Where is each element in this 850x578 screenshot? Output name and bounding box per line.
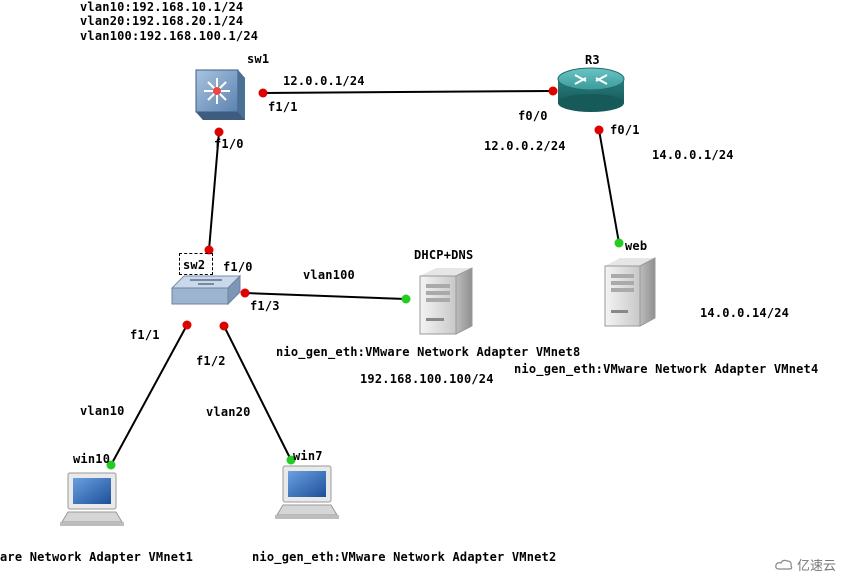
web-name-label[interactable]: web xyxy=(625,239,648,253)
sw2-selection-box xyxy=(179,253,213,275)
link-sw1-sw2[interactable] xyxy=(208,131,220,251)
port-dot-sw1-f1-1[interactable] xyxy=(258,88,268,98)
link-r3-web[interactable] xyxy=(598,129,620,244)
sw1-vlan100-ip-label: vlan100:192.168.100.1/24 xyxy=(80,29,259,43)
win10-adapter-label: are Network Adapter VMnet1 xyxy=(0,550,194,564)
port-dot-sw2-f1-2[interactable] xyxy=(219,321,229,331)
server-web-icon[interactable] xyxy=(604,257,656,327)
l3-switch-sw1-icon[interactable] xyxy=(195,69,245,120)
port-dot-r3-f0-1[interactable] xyxy=(594,125,604,135)
r3-f0-0-ip-label: 12.0.0.2/24 xyxy=(484,139,566,153)
sw1-vlan20-ip-label: vlan20:192.168.20.1/24 xyxy=(80,14,244,28)
switch-sw2-icon[interactable] xyxy=(170,274,242,306)
port-dot-sw2-f1-1[interactable] xyxy=(182,320,192,330)
port-dot-sw1-f1-0[interactable] xyxy=(214,127,224,137)
link-sw1-r3[interactable] xyxy=(262,90,554,94)
cloud-logo-icon xyxy=(775,559,793,570)
pc-win10-icon[interactable] xyxy=(60,472,124,526)
pc-win7-icon[interactable] xyxy=(275,465,339,519)
sw1-name-label[interactable]: sw1 xyxy=(247,52,270,66)
sw2-name-label[interactable]: sw2 xyxy=(183,258,206,272)
sw2-vlan10-label: vlan10 xyxy=(80,404,125,418)
dhcp-adapter-label: nio_gen_eth:VMware Network Adapter VMnet… xyxy=(276,345,581,359)
win10-name-label[interactable]: win10 xyxy=(73,452,111,466)
sw1-vlan10-ip-label: vlan10:192.168.10.1/24 xyxy=(80,0,244,14)
links xyxy=(110,90,620,466)
sw2-port-f1-2-label: f1/2 xyxy=(196,354,226,368)
r3-name-label[interactable]: R3 xyxy=(585,53,600,67)
port-dot-sw2-f1-0[interactable] xyxy=(204,245,214,255)
r3-f0-1-ip-label: 14.0.0.1/24 xyxy=(652,148,734,162)
port-dot-win7[interactable] xyxy=(286,455,296,465)
dhcp-ip-label: 192.168.100.100/24 xyxy=(360,372,494,386)
router-r3-icon[interactable] xyxy=(557,67,625,112)
r3-port-f0-1-label: f0/1 xyxy=(610,123,640,137)
port-indicators xyxy=(106,86,624,470)
web-adapter-label: nio_gen_eth:VMware Network Adapter VMnet… xyxy=(514,362,819,376)
link-sw2-win7[interactable] xyxy=(223,325,292,461)
sw1-port-f1-1-label: f1/1 xyxy=(268,100,298,114)
win7-name-label[interactable]: win7 xyxy=(293,449,323,463)
r3-port-f0-0-label: f0/0 xyxy=(518,109,548,123)
win7-adapter-label: nio_gen_eth:VMware Network Adapter VMnet… xyxy=(252,550,557,564)
link-sw2-dhcp[interactable] xyxy=(244,292,407,300)
port-dot-sw2-f1-3[interactable] xyxy=(240,288,250,298)
web-ip-label: 14.0.0.14/24 xyxy=(700,306,790,320)
watermark: 亿速云 xyxy=(775,555,836,574)
sw1-port-f1-0-label: f1/0 xyxy=(214,137,244,151)
dhcp-name-label[interactable]: DHCP+DNS xyxy=(414,248,474,262)
port-dot-r3-f0-0[interactable] xyxy=(548,86,558,96)
sw2-vlan100-label: vlan100 xyxy=(303,268,355,282)
sw2-port-f1-0-label: f1/0 xyxy=(223,260,253,274)
port-dot-dhcp[interactable] xyxy=(401,294,411,304)
sw1-link-ip-label: 12.0.0.1/24 xyxy=(283,74,365,88)
link-sw2-win10[interactable] xyxy=(110,324,188,466)
sw2-port-f1-3-label: f1/3 xyxy=(250,299,280,313)
port-dot-win10[interactable] xyxy=(106,460,116,470)
sw2-vlan20-label: vlan20 xyxy=(206,405,251,419)
server-dhcp-icon[interactable] xyxy=(419,267,473,335)
port-dot-web[interactable] xyxy=(614,238,624,248)
sw2-port-f1-1-label: f1/1 xyxy=(130,328,160,342)
watermark-text: 亿速云 xyxy=(796,559,836,574)
